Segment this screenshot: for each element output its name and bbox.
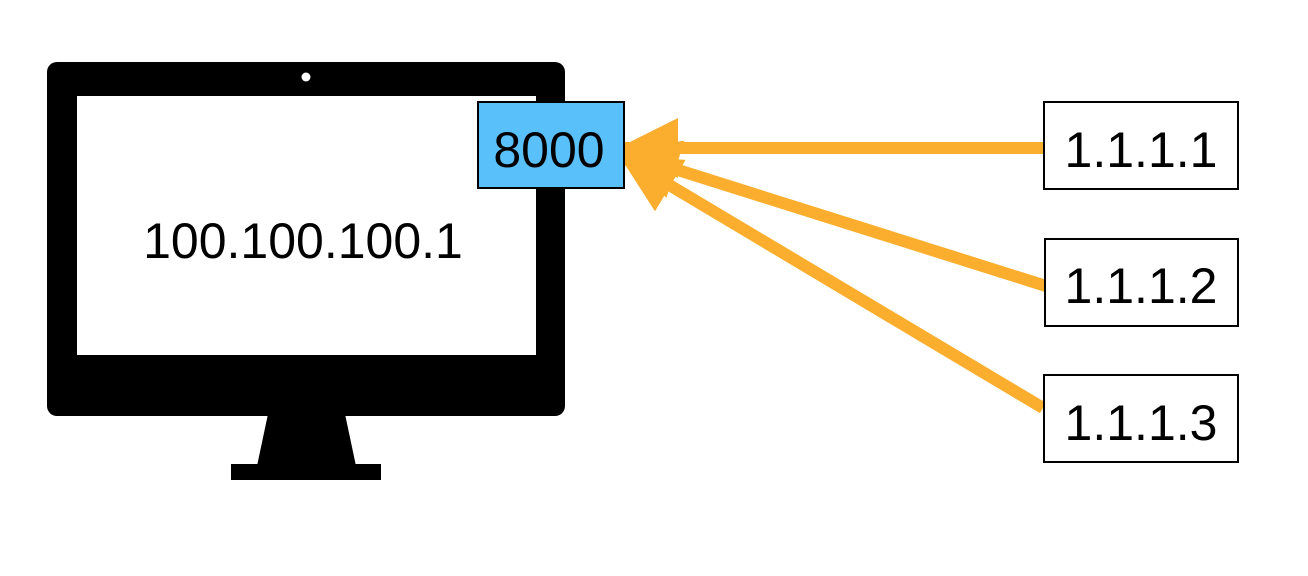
client-box-1-rect (1043, 101, 1239, 190)
client-box-3: 1.1.1.3 (1043, 374, 1239, 463)
arrow-icon (618, 118, 1048, 414)
client-box-1: 1.1.1.1 (1043, 101, 1239, 190)
arrow-from-client-3 (618, 152, 1047, 414)
client-ip-label: 1.1.1.1 (1065, 122, 1218, 178)
computer-ip-label: 100.100.100.1 (143, 213, 463, 269)
port-label: 8000 (493, 122, 604, 178)
client-ip-label: 1.1.1.3 (1065, 395, 1218, 451)
desktop-monitor-icon (47, 62, 565, 480)
client-box-2: 1.1.1.2 (1044, 238, 1239, 327)
monitor-screen (77, 96, 536, 355)
client-box-2-rect (1044, 238, 1239, 327)
monitor-neck (257, 414, 356, 466)
client-box-3-rect (1043, 374, 1239, 463)
port-box-rect (477, 101, 625, 189)
client-ip-label: 1.1.1.2 (1065, 258, 1218, 314)
port-box: 8000 (477, 101, 625, 189)
arrow-from-client-2 (618, 140, 1048, 292)
webcam-dot (301, 72, 311, 82)
monitor-base (231, 464, 381, 480)
